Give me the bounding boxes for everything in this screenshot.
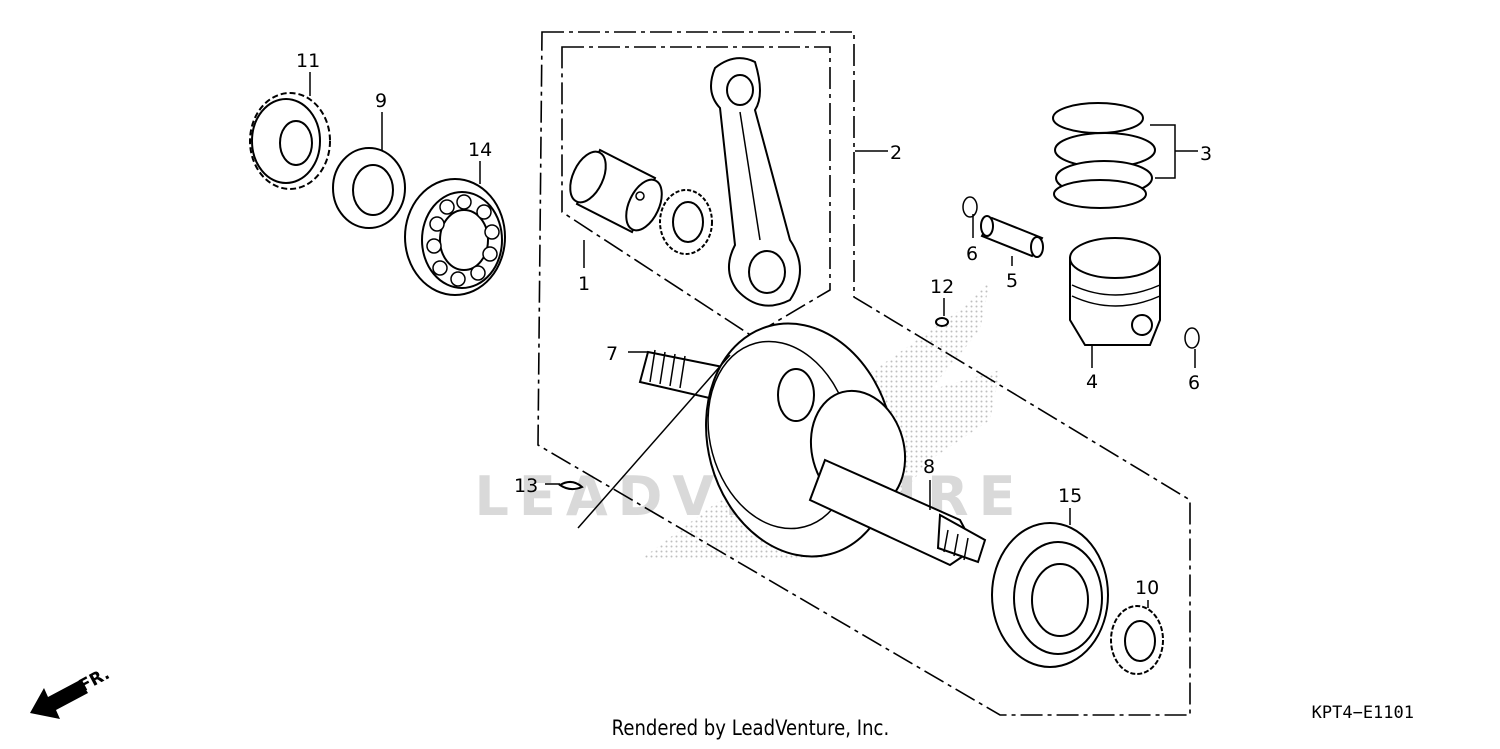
callout-4: 4 (1086, 371, 1098, 393)
connecting-rod-kit-outline (561, 46, 831, 337)
callout-1: 1 (578, 273, 590, 295)
leader-lines (309, 72, 1198, 608)
crank-pin-1 (569, 148, 663, 234)
piston-4 (1069, 237, 1161, 346)
crankshaft-assembly-outline (537, 31, 1191, 716)
callout-12: 12 (930, 276, 954, 298)
callout-3: 3 (1200, 143, 1212, 165)
callout-10: 10 (1135, 577, 1159, 599)
diagram-code: KPT4−E1101 (1311, 703, 1414, 723)
callout-11: 11 (296, 50, 320, 72)
needle-bearing (659, 189, 713, 255)
callout-2: 2 (890, 142, 902, 164)
callouts: 11 9 14 2 3 1 6 5 12 7 4 6 8 13 15 10 (296, 50, 1212, 599)
callout-7: 7 (606, 343, 618, 365)
front-arrow-icon: FR. (30, 664, 113, 719)
key-13 (558, 481, 584, 491)
crankshaft (638, 322, 987, 567)
gear-11 (249, 92, 331, 190)
callout-5: 5 (1006, 270, 1018, 292)
ball-bearing-14 (404, 178, 506, 296)
callout-9: 9 (375, 90, 387, 112)
credit-text: Rendered by LeadVenture, Inc. (611, 716, 889, 740)
key-12 (935, 317, 949, 327)
credit-line: Rendered by LeadVenture, Inc. (0, 716, 1500, 740)
piston-rings-3 (1052, 102, 1176, 209)
callout-13: 13 (514, 475, 538, 497)
piston-pin-5 (980, 215, 1044, 258)
clip-6-right (1184, 327, 1200, 349)
clip-6-left (962, 196, 978, 218)
connecting-rod (710, 57, 801, 307)
callout-8: 8 (923, 456, 935, 478)
gear-10 (1110, 605, 1164, 675)
callout-15: 15 (1058, 485, 1082, 507)
callout-14: 14 (468, 139, 492, 161)
callout-6-right: 6 (1188, 372, 1200, 394)
bearing-9 (332, 147, 406, 229)
callout-6-left: 6 (966, 243, 978, 265)
bearing-15 (991, 522, 1109, 668)
